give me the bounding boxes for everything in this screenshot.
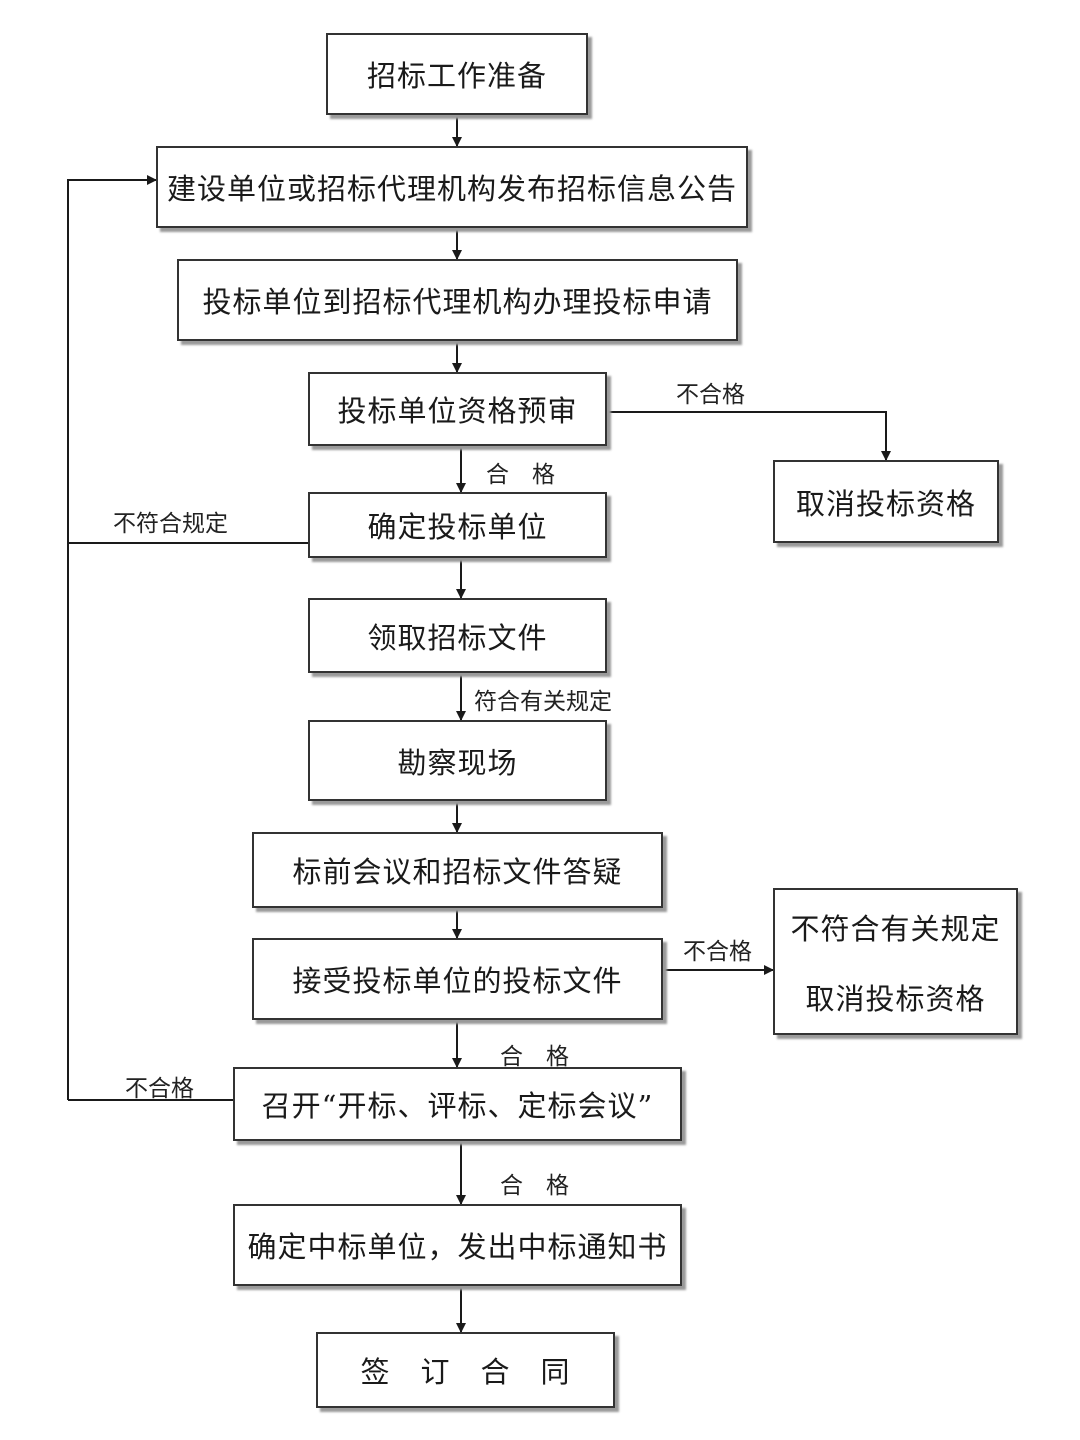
step-preparation: 招标工作准备 [326, 33, 588, 115]
step-publish-notice: 建设单位或招标代理机构发布招标信息公告 [156, 146, 748, 228]
step-confirm-bidders: 确定投标单位 [308, 492, 607, 558]
step-receive-bids: 接受投标单位的投标文件 [252, 938, 663, 1020]
arrow-prequal-fail [607, 411, 891, 461]
box-cancel-qualification: 取消投标资格 [773, 460, 999, 543]
loop-back-to-s2 [67, 175, 157, 1100]
label-compliant: 符合有关规定 [474, 689, 612, 715]
label-docs-fail: 不合格 [683, 939, 752, 965]
step-award-notice: 确定中标单位，发出中标通知书 [233, 1204, 682, 1286]
label-prequal-fail: 不合格 [676, 382, 745, 408]
box-reject-noncompliant: 不符合有关规定 取消投标资格 [773, 888, 1018, 1035]
step-opening-meeting: 召开“开标、评标、定标会议” [233, 1067, 682, 1141]
step-sign-contract: 签 订 合 同 [316, 1332, 615, 1408]
label-opening-pass: 合 格 [500, 1173, 569, 1199]
step-prequalification: 投标单位资格预审 [308, 372, 607, 446]
label-opening-fail: 不合格 [125, 1076, 194, 1102]
reject-line-1: 不符合有关规定 [790, 911, 1001, 946]
step-site-survey: 勘察现场 [308, 720, 607, 801]
step-prebid-meeting: 标前会议和招标文件答疑 [252, 832, 663, 908]
label-not-compliant: 不符合规定 [113, 511, 228, 537]
step-bid-application: 投标单位到招标代理机构办理投标申请 [177, 259, 738, 341]
reject-line-2: 取消投标资格 [805, 981, 986, 1016]
step-get-documents: 领取招标文件 [308, 598, 607, 673]
label-docs-pass: 合 格 [500, 1044, 569, 1070]
label-prequal-pass: 合 格 [486, 462, 555, 488]
